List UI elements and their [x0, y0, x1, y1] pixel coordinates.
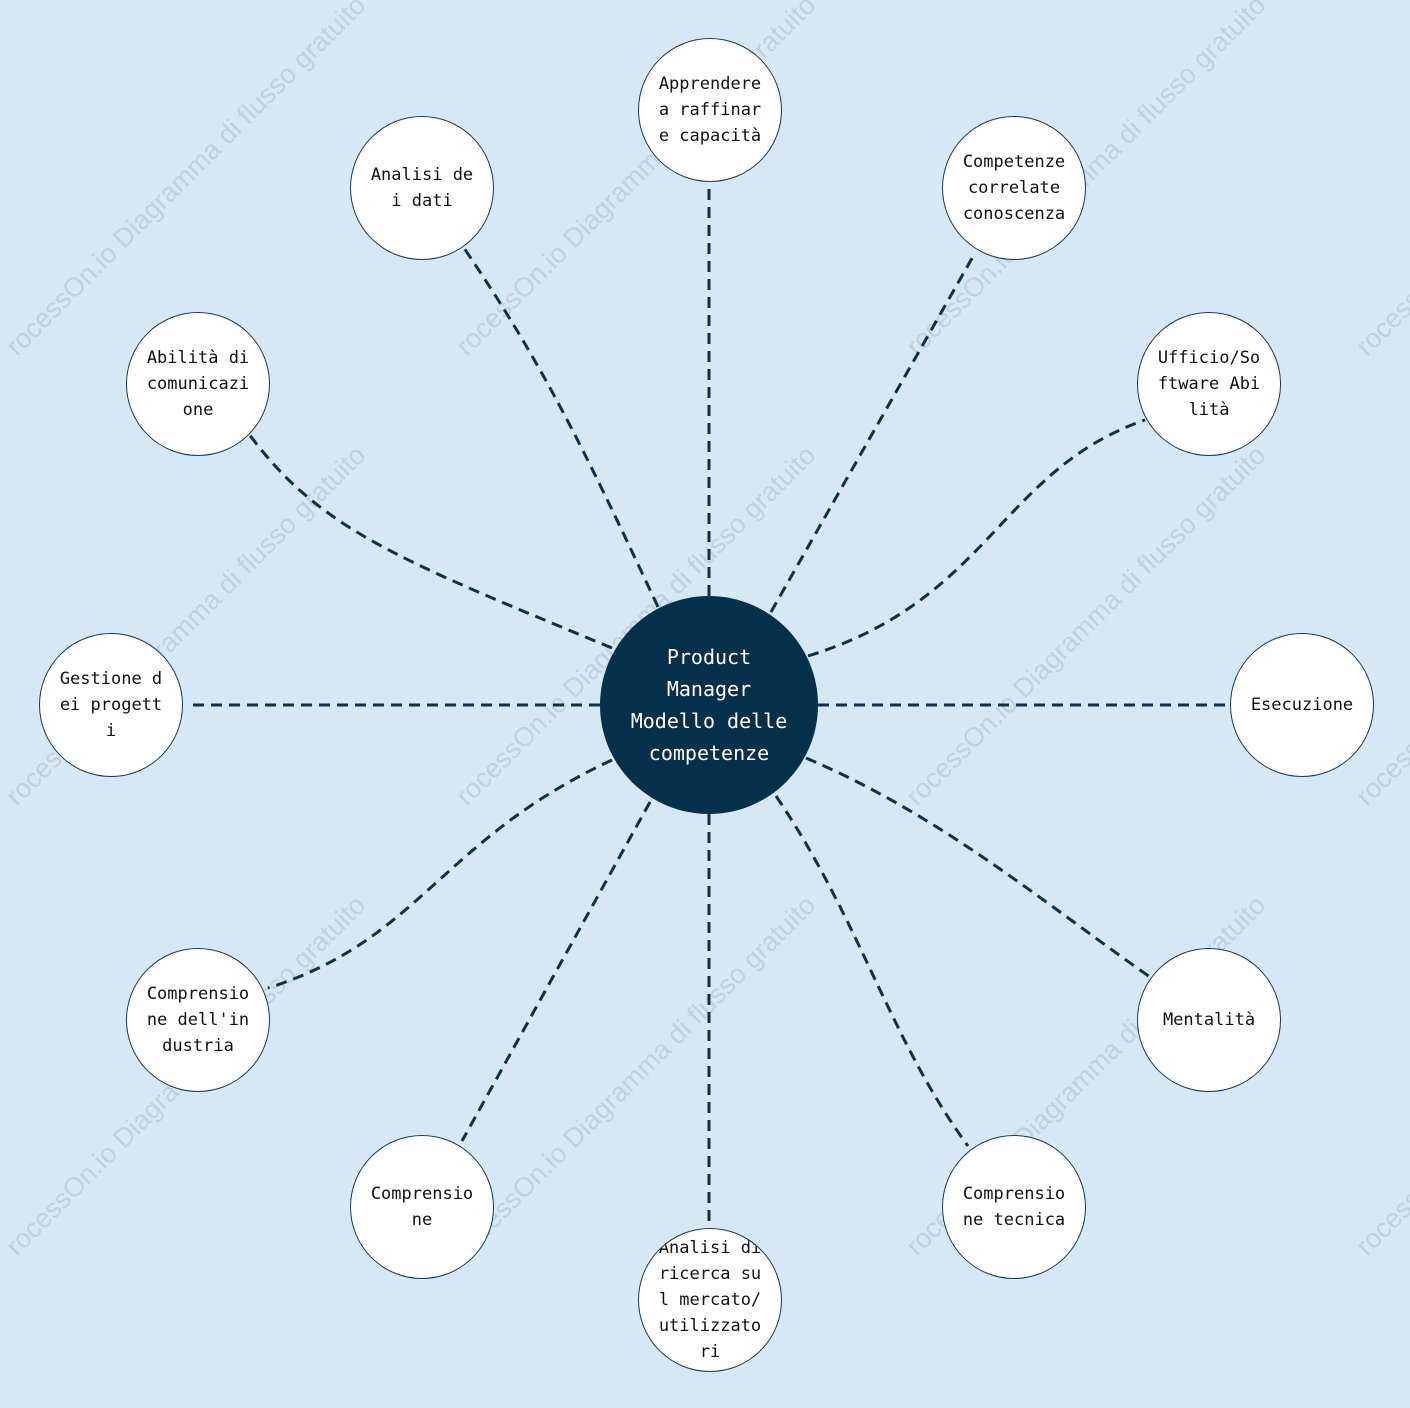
node-label: Comprensione tecnica: [962, 1184, 1066, 1230]
link-mentalita: [805, 756, 1151, 979]
link-comprensione: [460, 801, 652, 1142]
node-label: Comprensione dell'industria: [146, 984, 250, 1056]
node-ufficio[interactable]: Ufficio/Software Abilità: [1137, 312, 1281, 456]
node-label: Ufficio/Software Abilità: [1157, 348, 1261, 420]
link-analisi: [462, 247, 660, 608]
node-ricerca[interactable]: Analisi di ricerca sul mercato/utilizzat…: [638, 1228, 782, 1372]
central-topic-node[interactable]: Product Manager Modello delle competenze: [600, 596, 818, 814]
node-label: Comprensione: [370, 1184, 474, 1230]
node-competenze[interactable]: Competenze correlate conoscenza: [942, 116, 1086, 260]
node-gestione[interactable]: Gestione dei progetti: [39, 633, 183, 777]
node-comprensione[interactable]: Comprensione: [350, 1135, 494, 1279]
node-label: Mentalità: [1162, 1010, 1256, 1030]
node-label: Analisi di ricerca sul mercato/utilizzat…: [658, 1238, 762, 1362]
link-industria: [267, 758, 613, 990]
node-esecuzione[interactable]: Esecuzione: [1230, 633, 1374, 777]
node-tecnica[interactable]: Comprensione tecnica: [942, 1135, 1086, 1279]
node-label: Esecuzione: [1250, 695, 1354, 715]
node-label: Analisi dei dati: [370, 165, 474, 211]
node-label: Competenze correlate conoscenza: [962, 152, 1066, 224]
link-ufficio: [807, 418, 1146, 658]
node-comunicazione[interactable]: Abilità di comunicazione: [126, 312, 270, 456]
node-industria[interactable]: Comprensione dell'industria: [126, 948, 270, 1092]
node-analisi[interactable]: Analisi dei dati: [350, 116, 494, 260]
link-tecnica: [774, 795, 970, 1147]
node-label: Apprendere a raffinare capacità: [658, 74, 762, 146]
link-comunicazione: [247, 433, 613, 650]
node-label: Abilità di comunicazione: [146, 348, 250, 420]
node-apprendere[interactable]: Apprendere a raffinare capacità: [638, 38, 782, 182]
link-competenze: [769, 252, 977, 613]
central-topic-label: Product Manager Modello delle competenze: [630, 645, 788, 765]
node-label: Gestione dei progetti: [59, 669, 163, 741]
node-mentalita[interactable]: Mentalità: [1137, 948, 1281, 1092]
